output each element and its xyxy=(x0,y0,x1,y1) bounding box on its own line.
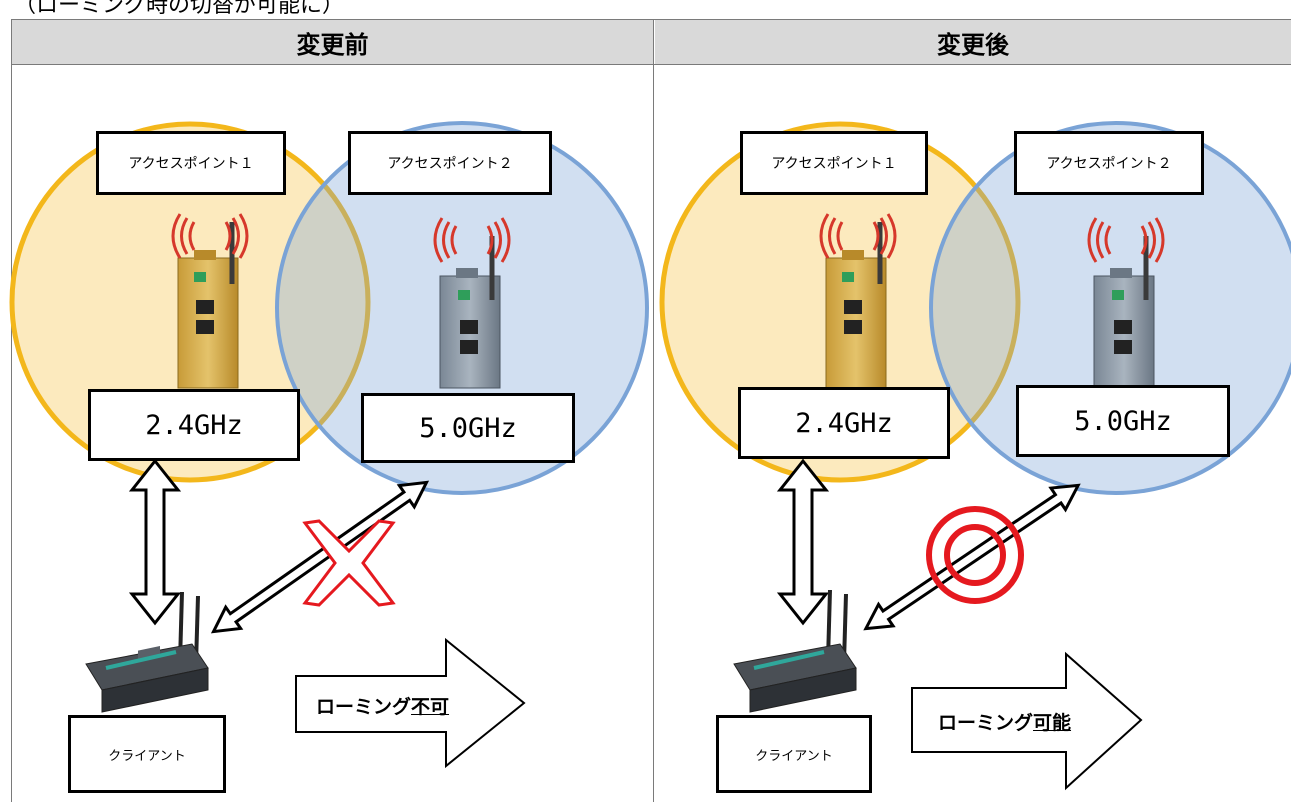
ap2-link-arrow xyxy=(863,483,1081,631)
ap1-band-box: 2.4GHz xyxy=(738,387,950,459)
ap1-label-box: アクセスポイント１ xyxy=(96,131,286,195)
ap1-band-label: 2.4GHz xyxy=(795,407,893,439)
cut-off-caption: （ローミング時の切替が可能に） xyxy=(14,0,345,17)
ap2-label: アクセスポイント２ xyxy=(1046,156,1172,172)
roaming-status: ローミング可能 xyxy=(938,708,1071,735)
ap1-device-image xyxy=(825,222,887,389)
ap1-link-arrow xyxy=(128,458,182,626)
ap1-label: アクセスポイント１ xyxy=(128,156,254,172)
roaming-result-label: 可能 xyxy=(1033,712,1072,734)
ap2-band-label: 5.0GHz xyxy=(419,412,517,444)
ap1-label-box: アクセスポイント１ xyxy=(740,131,928,195)
column-header-after: 変更後 xyxy=(655,20,1291,64)
ap2-link-arrow xyxy=(210,480,430,634)
client-label-box: クライアント xyxy=(68,715,226,793)
not-possible-mark xyxy=(302,519,396,607)
client-label-box: クライアント xyxy=(716,715,872,793)
ap2-label-box: アクセスポイント２ xyxy=(348,131,552,195)
roaming-label: ローミング xyxy=(316,696,412,718)
ap2-band-label: 5.0GHz xyxy=(1074,405,1172,437)
ap2-device-image xyxy=(439,236,501,389)
table-header-divider xyxy=(12,64,1291,65)
possible-mark xyxy=(926,506,1024,604)
client-label: クライアント xyxy=(755,748,833,764)
table-top-border xyxy=(12,19,1291,20)
roaming-result-label: 不可 xyxy=(411,696,450,718)
roaming-result-arrow xyxy=(911,651,1143,791)
table-left-border xyxy=(11,19,12,802)
roaming-result-arrow xyxy=(295,637,526,769)
roaming-status: ローミング不可 xyxy=(316,692,449,719)
column-header-before: 変更前 xyxy=(12,20,653,64)
client-device-image xyxy=(85,591,209,713)
client-device-image xyxy=(733,589,857,713)
ap2-device-image xyxy=(1093,236,1155,389)
ap2-band-box: 5.0GHz xyxy=(361,393,575,463)
table-column-divider xyxy=(653,19,654,802)
client-label: クライアント xyxy=(108,748,186,764)
ap1-band-label: 2.4GHz xyxy=(145,409,243,441)
ap1-band-box: 2.4GHz xyxy=(88,389,300,461)
roaming-label: ローミング xyxy=(938,712,1034,734)
ap1-link-arrow xyxy=(776,458,830,626)
ap2-band-box: 5.0GHz xyxy=(1016,385,1230,457)
ap2-label: アクセスポイント２ xyxy=(387,156,513,172)
ap1-label: アクセスポイント１ xyxy=(771,156,897,172)
ap2-label-box: アクセスポイント２ xyxy=(1014,131,1204,195)
